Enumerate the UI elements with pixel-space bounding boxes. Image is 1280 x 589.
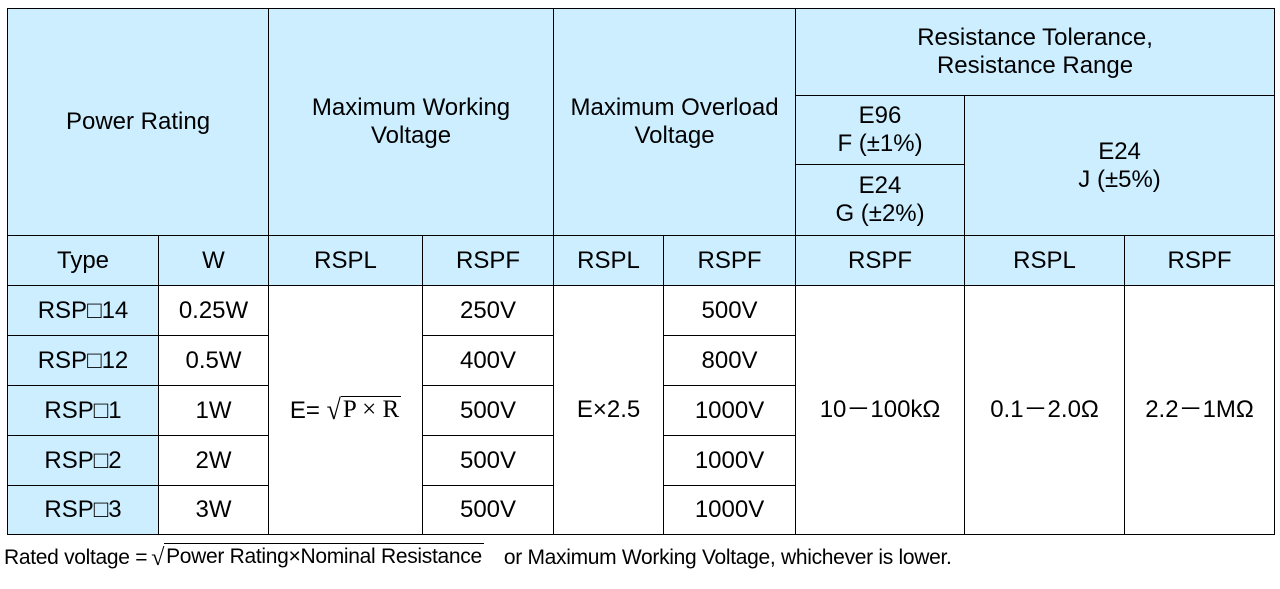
mov-rspf-cell: 1000V: [663, 385, 797, 436]
mov-rspf-cell: 1000V: [663, 435, 797, 486]
header-e24-j: E24 J (±5%): [964, 95, 1276, 236]
sqrt-icon: √P × R: [326, 393, 402, 425]
mov-rspf-cell: 1000V: [663, 485, 797, 535]
type-cell: RSP□12: [7, 335, 159, 386]
range-j-rspf: 2.2－1MΩ: [1124, 285, 1276, 535]
header-e96-f: E96 F (±1%): [795, 95, 966, 165]
watt-cell: 3W: [157, 485, 270, 535]
subheader-mwv-rspf: RSPF: [422, 235, 555, 286]
subheader-mwv-rspl: RSPL: [268, 235, 424, 286]
header-max-working-voltage: Maximum Working Voltage: [268, 8, 555, 236]
mwv-rspf-cell: 400V: [422, 335, 555, 386]
header-max-overload-voltage: Maximum Overload Voltage: [553, 8, 797, 236]
sqrt-icon: √Power Rating×Nominal Resistance: [151, 543, 484, 571]
header-e24-g: E24 G (±2%): [795, 164, 966, 236]
header-power-rating: Power Rating: [6, 8, 270, 236]
watt-cell: 0.5W: [157, 335, 270, 386]
table-row: RSP□3 3W 500V 1000V: [7, 485, 1275, 535]
subheader-j-rspl: RSPL: [964, 235, 1126, 286]
table-row: RSP□14 0.25W E= √P × R 250V E×2.5 500V 1…: [7, 285, 1276, 535]
type-cell: RSP□2: [7, 435, 159, 486]
subheader-mov-rspf: RSPF: [663, 235, 797, 286]
subheader-j-rspf: RSPF: [1124, 235, 1276, 286]
watt-cell: 2W: [157, 435, 270, 486]
mov-rspf-cell: 800V: [663, 335, 797, 386]
range-j-rspl: 0.1－2.0Ω: [964, 285, 1126, 535]
subheader-mov-rspl: RSPL: [553, 235, 665, 286]
watt-cell: 0.25W: [157, 285, 270, 336]
mwv-rspf-cell: 500V: [422, 435, 555, 486]
subheader-watt: W: [157, 235, 270, 286]
range-fg-rspf: 10－100kΩ: [795, 285, 966, 535]
footnote: Rated voltage = √Power Rating×Nominal Re…: [4, 543, 952, 571]
mov-rspl-formula: E×2.5: [553, 285, 665, 535]
type-cell: RSP□3: [7, 485, 159, 535]
mwv-rspf-cell: 500V: [422, 385, 555, 436]
table-row: RSP□12 0.5W 400V 800V: [7, 335, 1275, 386]
type-cell: RSP□1: [7, 385, 159, 436]
resistor-spec-table: Power Rating Maximum Working Voltage Max…: [6, 8, 1276, 535]
mov-rspf-cell: 500V: [663, 285, 797, 336]
mwv-rspf-cell: 250V: [422, 285, 555, 336]
watt-cell: 1W: [157, 385, 270, 436]
subheader-fg-rspf: RSPF: [795, 235, 966, 286]
table-row: RSP□2 2W 500V 1000V: [7, 435, 1275, 486]
mwv-rspl-formula: E= √P × R: [268, 285, 424, 535]
header-resistance-group: Resistance Tolerance, Resistance Range: [795, 8, 1276, 96]
type-cell: RSP□14: [7, 285, 159, 336]
subheader-type: Type: [7, 235, 159, 286]
table-row: RSP□1 1W 500V 1000V: [7, 385, 1275, 436]
mwv-rspf-cell: 500V: [422, 485, 555, 535]
